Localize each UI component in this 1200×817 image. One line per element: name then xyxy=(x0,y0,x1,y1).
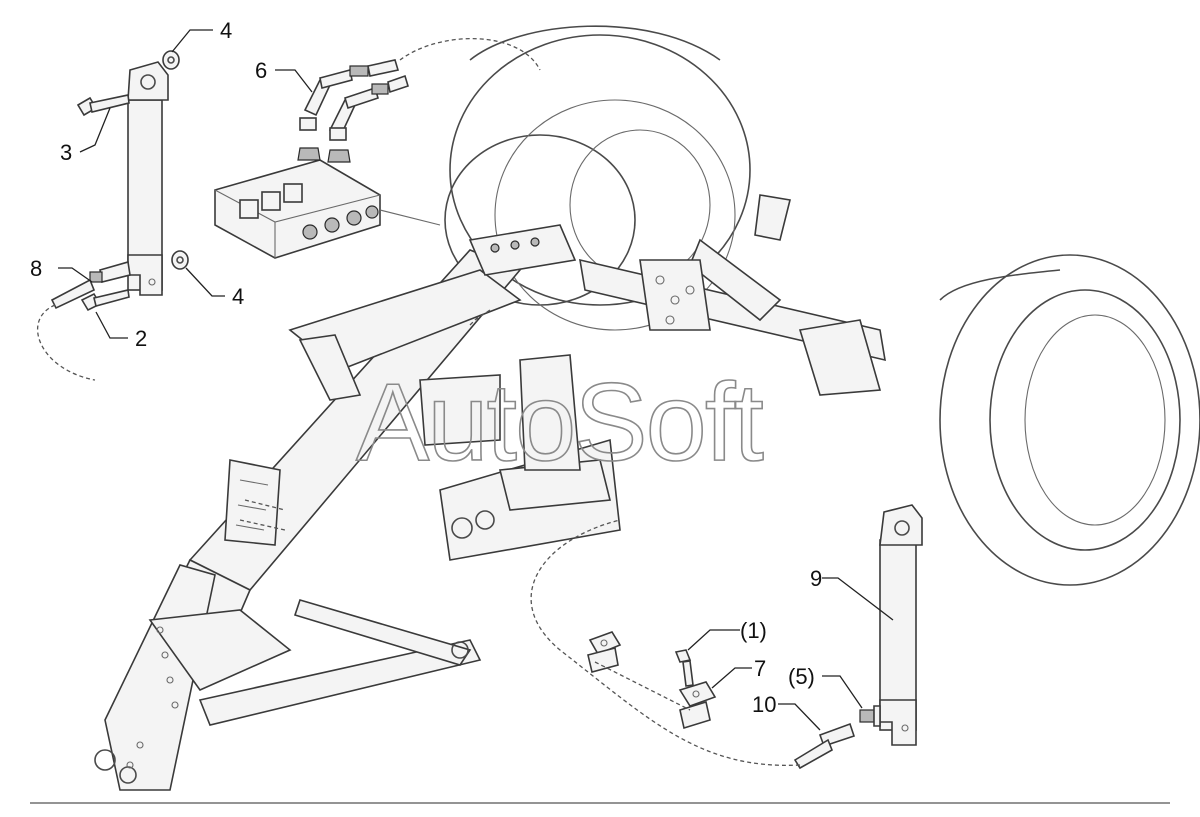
callout-8: 8 xyxy=(30,256,42,281)
hydraulic-cylinder-icon xyxy=(37,50,189,381)
callout-labels: 4 3 6 8 4 2 9 (1) 7 (5) 10 xyxy=(30,18,822,717)
callout-4-bottom: 4 xyxy=(232,284,244,309)
hydraulic-cylinder-right-icon xyxy=(530,504,923,770)
callout-2: 2 xyxy=(135,326,147,351)
callout-6: 6 xyxy=(255,58,267,83)
control-valve-icon xyxy=(214,159,441,259)
hose-fitting-icon xyxy=(297,38,541,163)
callout-1: (1) xyxy=(740,618,767,643)
rear-wheel-right xyxy=(939,254,1200,586)
callout-5: (5) xyxy=(788,664,815,689)
watermark-text: AutoSoft xyxy=(356,361,763,484)
leader-lines xyxy=(58,29,894,731)
callout-10: 10 xyxy=(752,692,776,717)
clamp-icon xyxy=(587,631,717,730)
callout-3: 3 xyxy=(60,140,72,165)
chassis-frame xyxy=(94,194,886,791)
callout-4-top: 4 xyxy=(220,18,232,43)
callout-7: 7 xyxy=(754,656,766,681)
callout-9: 9 xyxy=(810,566,822,591)
